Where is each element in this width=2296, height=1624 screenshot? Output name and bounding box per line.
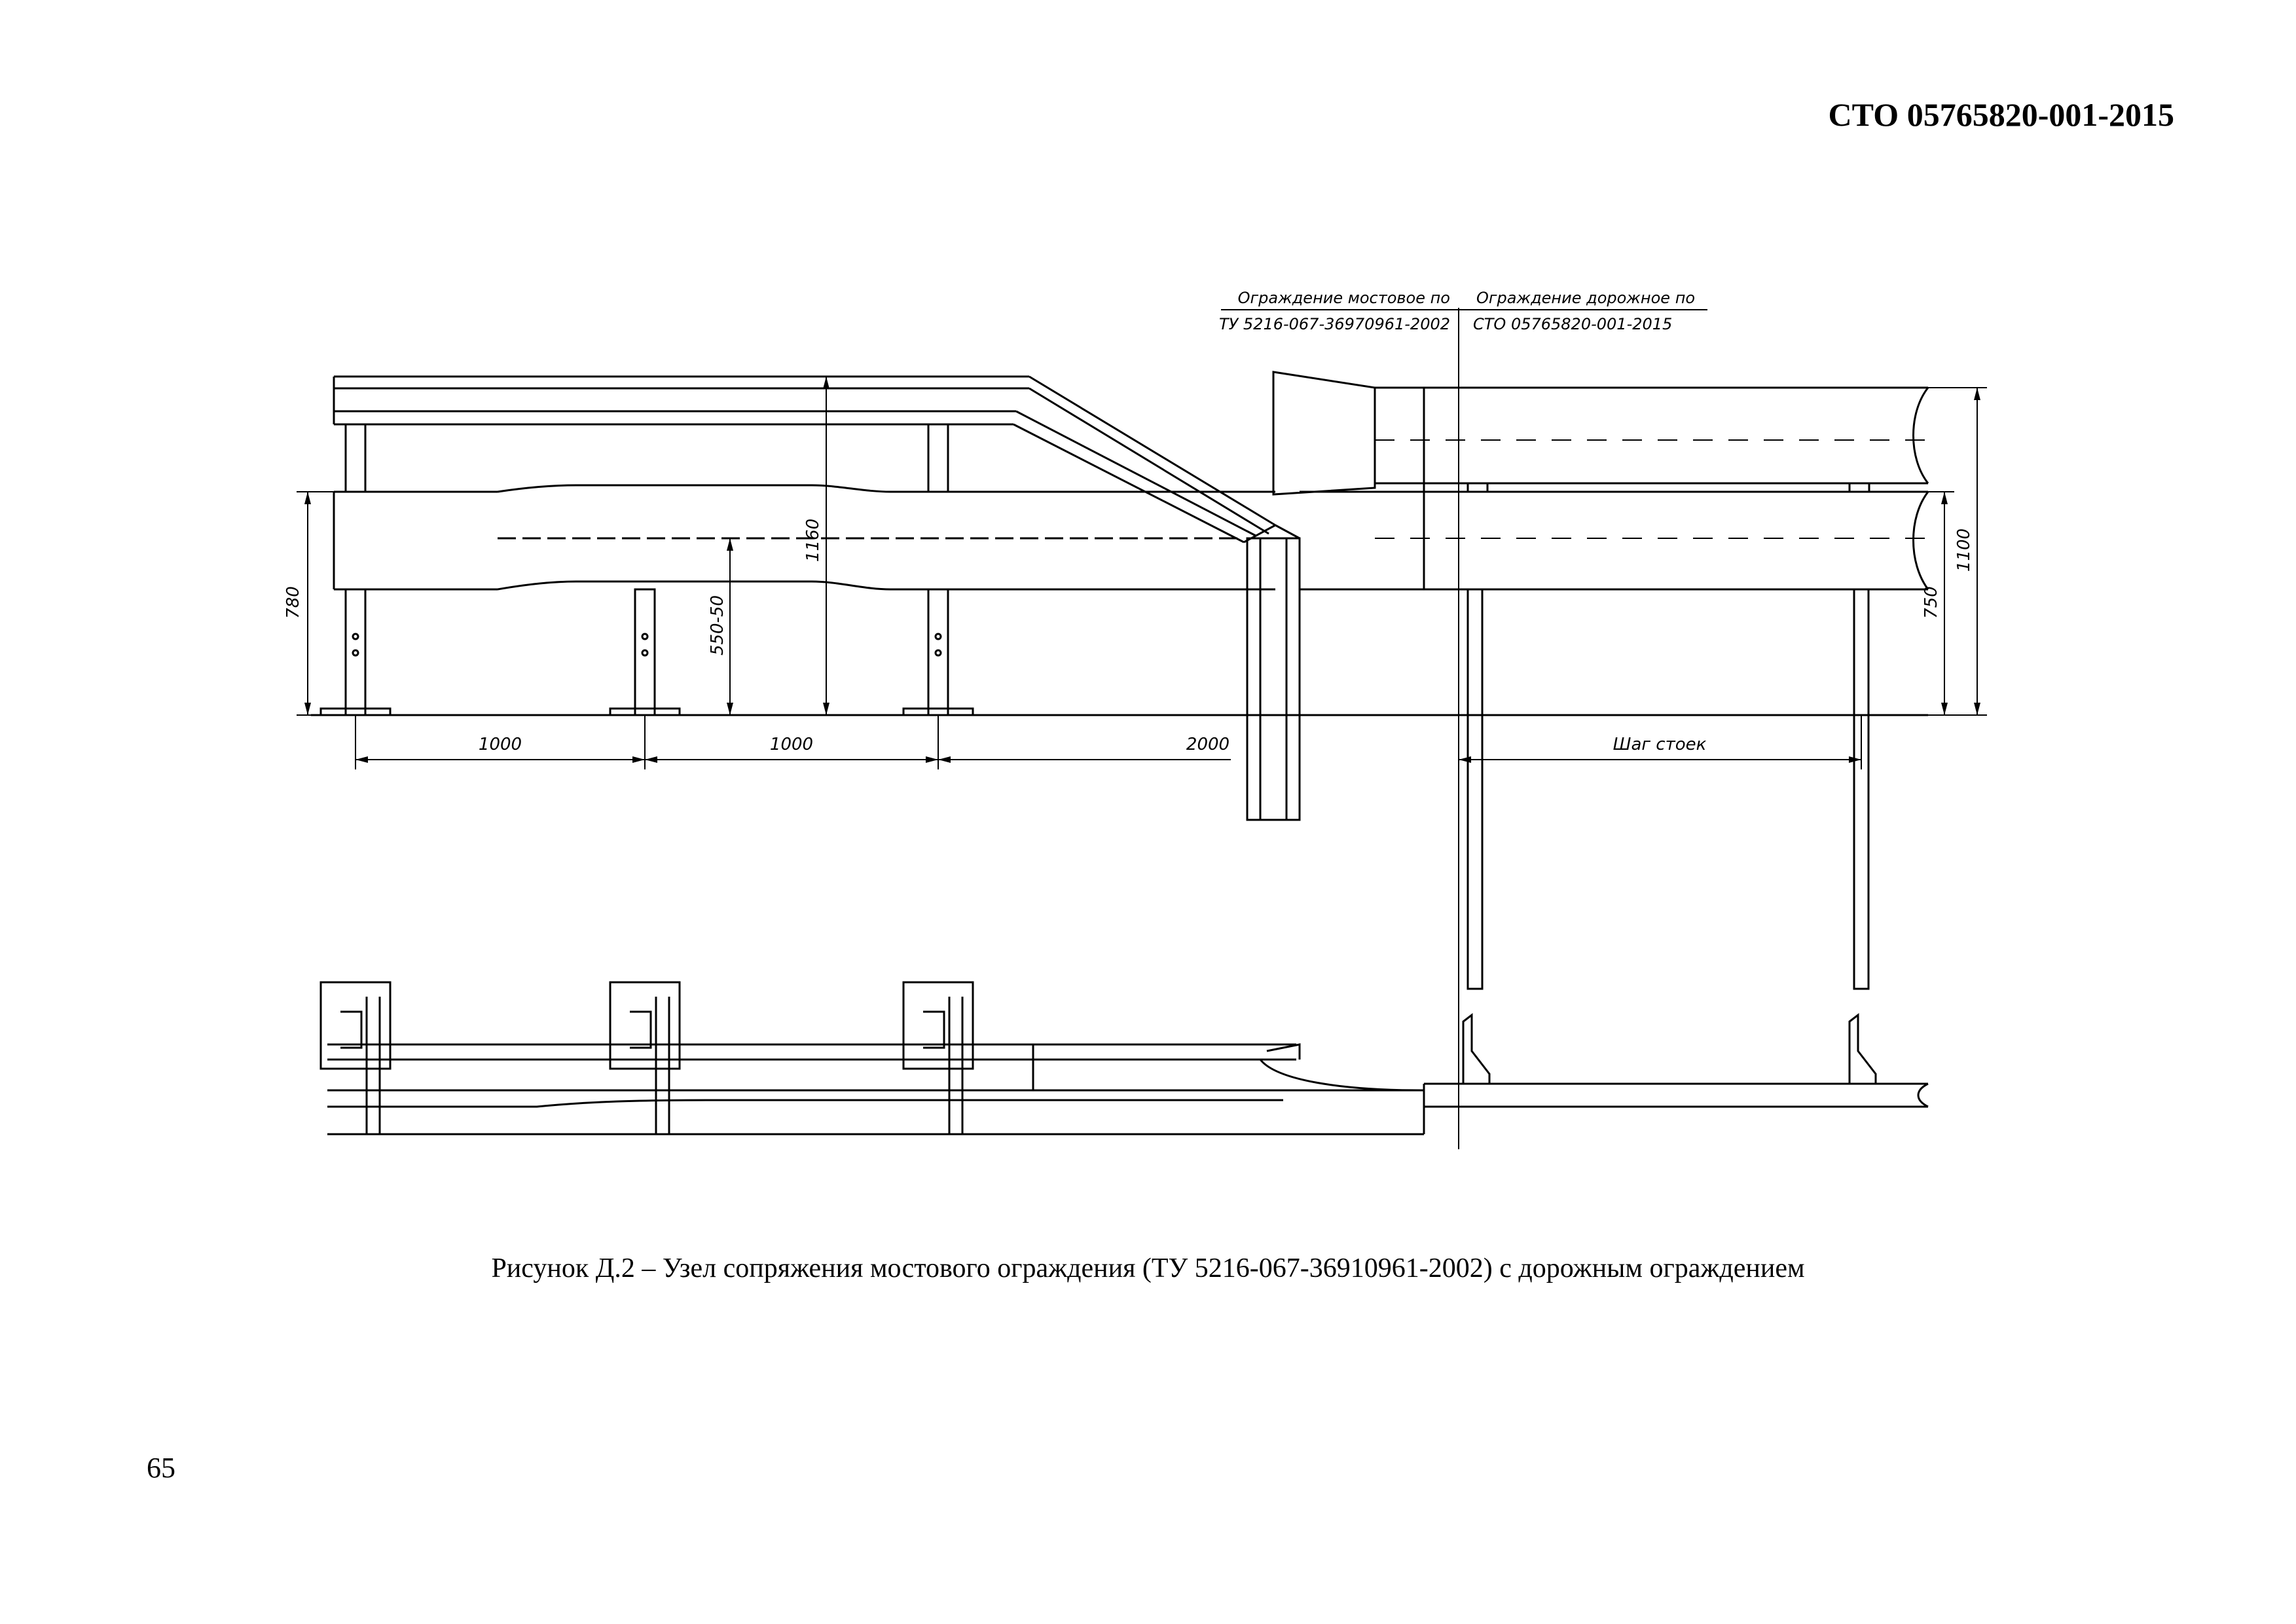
dim-span-2: 1000 bbox=[770, 735, 813, 754]
callout-bridge-line1: Ограждение мостовое по bbox=[1238, 289, 1450, 307]
dim-span-3: 2000 bbox=[1186, 735, 1230, 754]
dim-550-50: 550-50 bbox=[708, 595, 727, 655]
end-terminal bbox=[1243, 524, 1301, 821]
dim-span-1: 1000 bbox=[479, 735, 522, 754]
upper-posts bbox=[344, 423, 949, 493]
road-barrier bbox=[1272, 371, 1929, 990]
dim-1160: 1160 bbox=[803, 519, 823, 562]
vertical-dimensions bbox=[297, 377, 1987, 716]
dim-750: 750 bbox=[1922, 586, 1941, 619]
horizontal-dimensions bbox=[355, 715, 1862, 769]
document-code: СТО 05765820-001-2015 bbox=[1828, 96, 2175, 133]
plan-view bbox=[319, 981, 1929, 1135]
page-number: 65 bbox=[147, 1452, 175, 1484]
dim-1100: 1100 bbox=[1954, 528, 1974, 572]
top-handrail bbox=[333, 375, 1276, 544]
dimension-arrows bbox=[304, 377, 1980, 763]
figure-caption: Рисунок Д.2 – Узел сопряжения мостового … bbox=[491, 1253, 1805, 1283]
callout-bridge-line2: ТУ 5216-067-36970961-2002 bbox=[1219, 315, 1450, 333]
callout-road-line2: СТО 05765820-001-2015 bbox=[1473, 315, 1672, 333]
dim-780: 780 bbox=[283, 586, 303, 619]
callout-road-line1: Ограждение дорожное по bbox=[1476, 289, 1695, 307]
lower-posts bbox=[319, 588, 974, 716]
dim-post-spacing: Шаг стоек bbox=[1613, 735, 1707, 754]
